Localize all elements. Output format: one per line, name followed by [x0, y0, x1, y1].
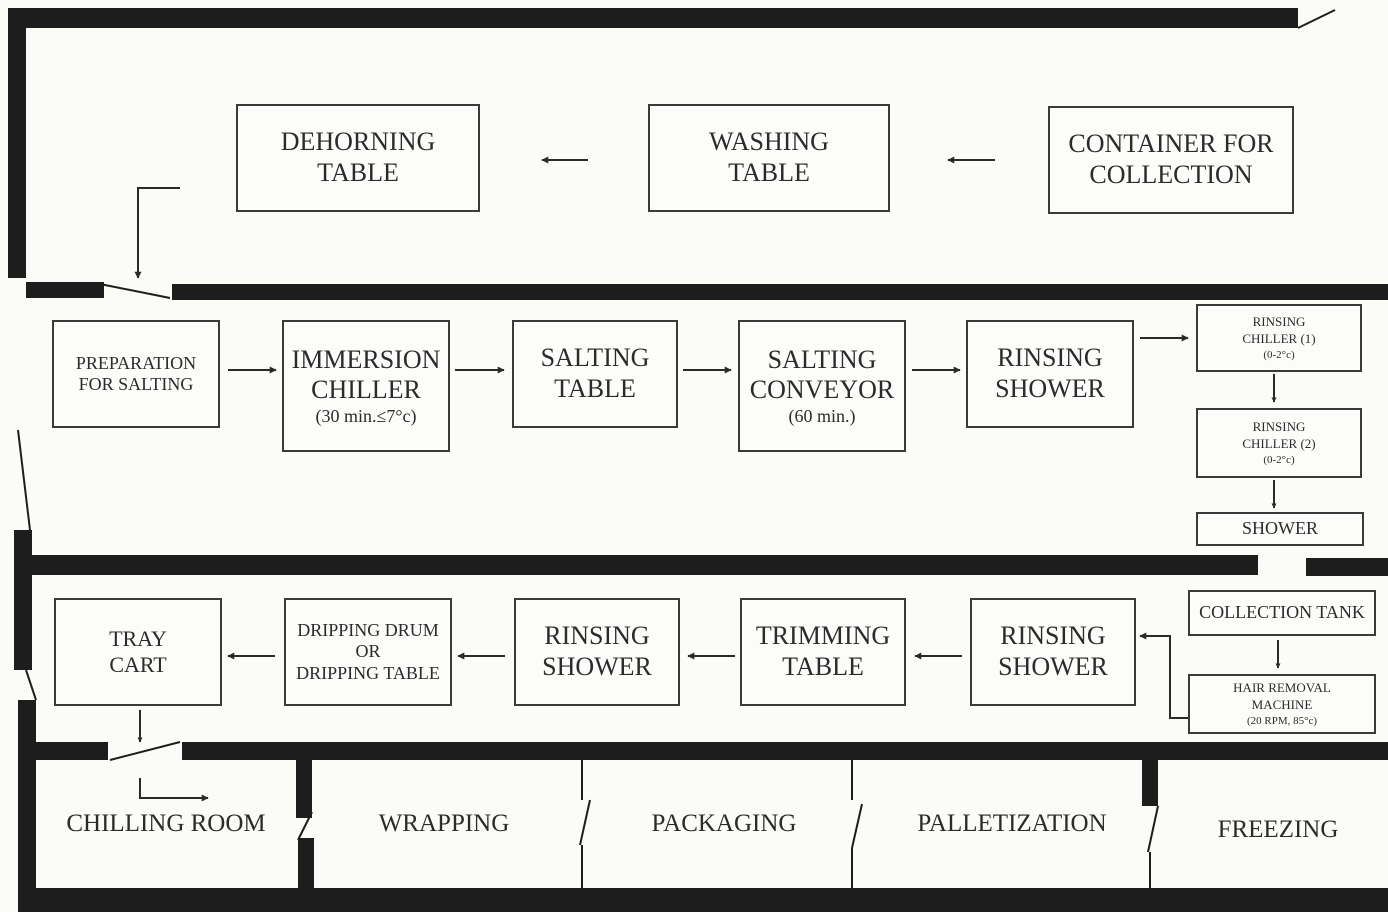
chiller1-line-1: RINSING: [1252, 313, 1306, 329]
partition-3b: [182, 742, 1388, 760]
dehorning-table-box: DEHORNING TABLE: [236, 104, 480, 212]
trimming-line-1: TRIMMING: [755, 621, 891, 651]
rinsing-shower-a-line-2: SHOWER: [998, 652, 1108, 681]
arrow-hair-removal-to-rinsing: [1139, 632, 1188, 719]
immersion-line-2: CHILLER: [311, 375, 421, 405]
dripping-line-2: OR: [355, 641, 381, 662]
salting-conveyor-line-1: SALTING: [767, 344, 877, 374]
rinsing-shower-box-row2: RINSING SHOWER: [966, 320, 1134, 428]
immersion-line-3: (30 min.≤7°c): [315, 406, 417, 427]
dehorning-line-1: DEHORNING: [280, 127, 436, 157]
left-wall-upper: [8, 8, 26, 278]
top-wall: [8, 8, 1298, 28]
arrow-dehorning-to-preparation: [134, 187, 180, 279]
packaging-room-label: PACKAGING: [651, 810, 797, 837]
rinsing-shower-r2-line-2: SHOWER: [995, 374, 1105, 403]
left-wall-lower: [18, 700, 36, 905]
rinsing-shower-box-row3-left: RINSING SHOWER: [514, 598, 680, 706]
room-walls: [296, 760, 1158, 890]
partition-1b: [172, 284, 1388, 300]
left-wall-middle: [14, 530, 32, 670]
container-line-2: COLLECTION: [1089, 160, 1253, 189]
partition-2a: [30, 555, 1258, 575]
chiller2-line-2: CHILLER (2): [1242, 435, 1316, 451]
tray-cart-box: TRAY CART: [54, 598, 222, 706]
salting-table-line-1: SALTING: [540, 343, 650, 373]
room-door-lines: [297, 760, 1159, 888]
shower-box: SHOWER: [1196, 512, 1364, 546]
washing-line-1: WASHING: [709, 127, 829, 157]
tray-cart-line-1: TRAY: [109, 626, 167, 652]
chiller2-line-1: RINSING: [1252, 418, 1306, 434]
dehorning-line-2: TABLE: [317, 158, 399, 187]
rinsing-shower-r2-line-1: RINSING: [997, 343, 1103, 373]
immersion-line-1: IMMERSION: [291, 344, 441, 374]
tray-cart-line-2: CART: [109, 652, 167, 677]
lower-partition-door: [109, 741, 181, 761]
arrow-into-chilling-room: [139, 778, 209, 802]
preparation-for-salting-box: PREPARATION FOR SALTING: [52, 320, 220, 428]
collection-tank-label: COLLECTION TANK: [1199, 602, 1365, 623]
room-wall-1-top: [296, 760, 312, 818]
salting-conveyor-line-3: (60 min.): [788, 406, 856, 427]
dripping-drum-or-table-box: DRIPPING DRUM OR DRIPPING TABLE: [284, 598, 452, 706]
preparation-line-2: FOR SALTING: [78, 374, 194, 394]
left-lower-door: [25, 669, 37, 701]
rinsing-shower-b-line-2: SHOWER: [542, 652, 652, 681]
freezing-room-label: FREEZING: [1217, 816, 1339, 843]
rinsing-chiller-2-box: RINSING CHILLER (2) (0-2°c): [1196, 408, 1362, 478]
trimming-line-2: TABLE: [782, 652, 864, 681]
upper-partition-door: [99, 283, 171, 299]
immersion-chiller-box: IMMERSION CHILLER (30 min.≤7°c): [282, 320, 450, 452]
hair-removal-line-1: HAIR REMOVAL: [1233, 679, 1331, 695]
salting-table-box: SALTING TABLE: [512, 320, 678, 428]
salting-conveyor-line-2: CONVEYOR: [749, 375, 895, 405]
rinsing-shower-box-row3-right: RINSING SHOWER: [970, 598, 1136, 706]
preparation-line-1: PREPARATION: [75, 352, 197, 373]
rinsing-shower-a-line-1: RINSING: [1000, 621, 1106, 651]
collection-tank-box: COLLECTION TANK: [1188, 590, 1376, 636]
flow-arrows: [134, 156, 1281, 802]
rinsing-chiller-1-box: RINSING CHILLER (1) (0-2°c): [1196, 304, 1362, 372]
outer-walls: [8, 8, 1388, 912]
room-wall-1-bottom: [298, 838, 314, 890]
chiller1-line-3: (0-2°c): [1263, 348, 1295, 361]
left-side-door: [17, 429, 31, 531]
rinsing-shower-b-line-1: RINSING: [544, 621, 650, 651]
hair-removal-machine-box: HAIR REMOVAL MACHINE (20 RPM, 85°c): [1188, 674, 1376, 734]
dripping-line-3: DRIPPING TABLE: [296, 662, 440, 683]
wrapping-room-label: WRAPPING: [378, 810, 510, 837]
chiller1-line-2: CHILLER (1): [1242, 330, 1316, 346]
palletization-room-label: PALLETIZATION: [917, 810, 1107, 837]
shower-label: SHOWER: [1242, 518, 1318, 539]
chiller2-line-3: (0-2°c): [1263, 453, 1295, 466]
door-lines: [17, 9, 1336, 761]
washing-table-box: WASHING TABLE: [648, 104, 890, 212]
bottom-wall: [18, 888, 1388, 912]
partition-2b: [1306, 558, 1388, 576]
chilling-room-label: CHILLING ROOM: [66, 810, 266, 837]
container-line-1: CONTAINER FOR: [1068, 129, 1274, 159]
salting-conveyor-box: SALTING CONVEYOR (60 min.): [738, 320, 906, 452]
dripping-line-1: DRIPPING DRUM: [297, 620, 439, 641]
hair-removal-line-2: MACHINE: [1251, 696, 1313, 712]
hair-removal-line-3: (20 RPM, 85°c): [1246, 714, 1318, 727]
partition-3a: [30, 742, 108, 760]
partitions: [26, 282, 1388, 760]
trimming-table-box: TRIMMING TABLE: [740, 598, 906, 706]
washing-line-2: TABLE: [728, 158, 810, 187]
salting-table-line-2: TABLE: [554, 374, 636, 403]
partition-1a: [26, 282, 104, 298]
top-right-door: [1297, 9, 1336, 29]
container-for-collection-box: CONTAINER FOR COLLECTION: [1048, 106, 1294, 214]
room-wall-4-top: [1142, 760, 1158, 806]
